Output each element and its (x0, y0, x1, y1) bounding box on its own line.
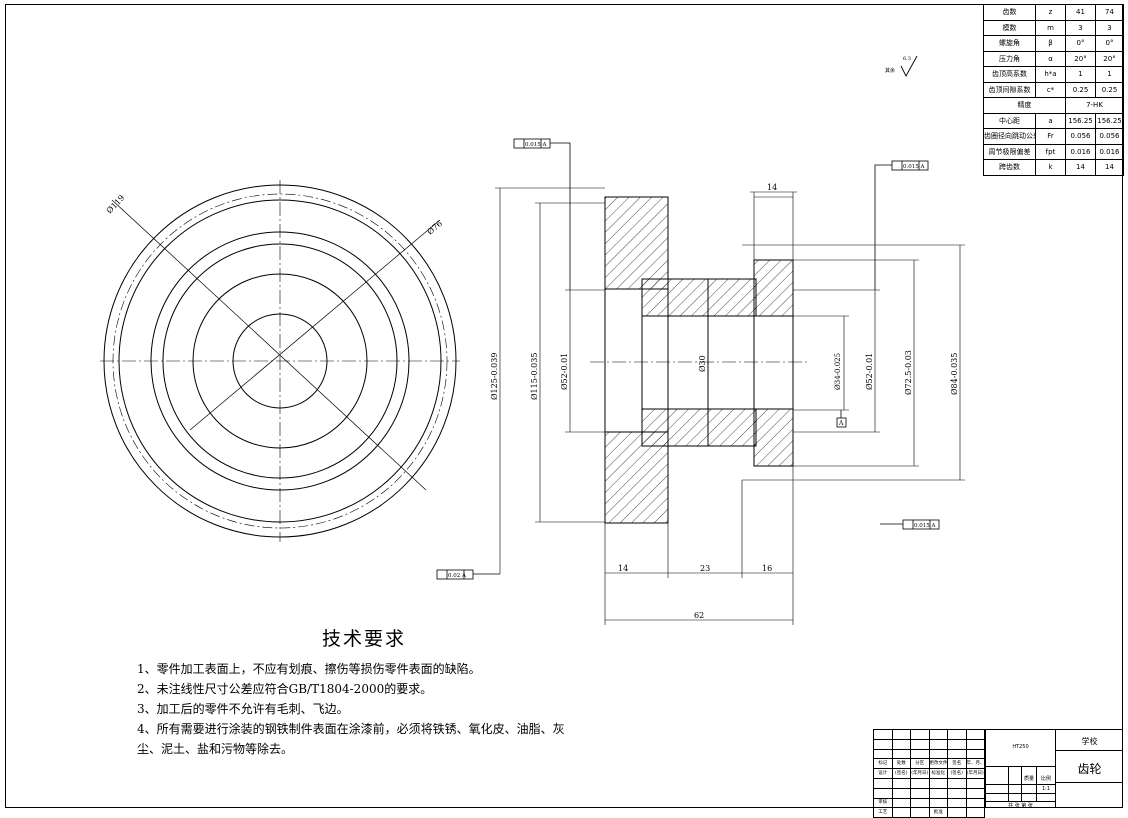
dim-total-width: 62 (694, 611, 704, 620)
dim-d34: Ø34-0.025 (834, 353, 842, 390)
dim-width-top: 14 (767, 183, 777, 192)
surface-finish-value: 6.3 (903, 56, 911, 62)
dim-d52-left: Ø52-0.01 (560, 353, 569, 390)
drawing-frame (5, 4, 1123, 808)
tech-requirements-title: 技术要求 (322, 628, 407, 650)
tolerance-2: 0.015 A (903, 164, 925, 170)
dim-d84: Ø84-0.035 (950, 353, 959, 395)
mass-label: 质量 (1023, 776, 1034, 782)
list-item: 3、加工后的零件不允许有毛刺、飞边。 (137, 702, 349, 716)
material: HT250 (1012, 744, 1029, 750)
dim-d52-right: Ø52-0.01 (865, 353, 874, 390)
dim-width-2: 23 (700, 564, 710, 573)
tolerance-frames (436, 138, 940, 580)
tolerance-3: 0.015 A (914, 523, 936, 529)
list-item: 4、所有需要进行涂装的钢铁制件表面在涂漆前，必须将铁锈、氧化皮、油脂、灰尘、泥土… (137, 722, 565, 756)
hatch-ring-top (753, 259, 794, 317)
list-item: 2、未注线性尺寸公差应符合GB/T1804-2000的要求。 (137, 682, 433, 696)
table-row: 审核 (873, 797, 985, 809)
tech-requirements-list: 1、零件加工表面上，不应有划痕、擦伤等损伤零件表面的缺陷。 2、未注线性尺寸公差… (137, 659, 577, 759)
table-row: 设计(签名)(年月日) 标准化(签名)(年月日) (873, 768, 985, 779)
dim-front-outer: Ø119 (105, 193, 126, 215)
list-item: 1、零件加工表面上，不应有划痕、擦伤等损伤零件表面的缺陷。 (137, 662, 481, 676)
front-view (100, 180, 460, 542)
precision-value: 7-HK (1065, 97, 1124, 114)
title-block-middle: HT250 质量 比例 1:1 共 张 第 张 (985, 729, 1055, 809)
datum-label: A (838, 420, 844, 427)
hatch-hub-bottom (641, 408, 757, 447)
section-dimension-lines (495, 187, 965, 625)
sheet-count: 共 张 第 张 (1008, 803, 1033, 809)
dim-d115: Ø115-0.035 (530, 353, 539, 400)
dim-d125: Ø125-0.039 (490, 353, 499, 400)
title-block-right: 学校 齿轮 (1055, 729, 1123, 808)
hatch-ring-bottom (753, 408, 794, 467)
tolerance-4: 0.02 A (448, 573, 467, 579)
dim-width-3: 16 (762, 564, 772, 573)
surface-finish-label: 其余 (885, 67, 895, 74)
leader-outer (111, 199, 427, 491)
section-view (590, 196, 810, 524)
part-name: 齿轮 (1077, 762, 1102, 776)
surface-finish-symbol (900, 55, 918, 77)
dim-bore: Ø30 (698, 355, 707, 372)
dim-d72-5: Ø72.5-0.03 (904, 350, 913, 395)
tolerance-1: 0.015 A (525, 142, 547, 148)
leader-inner (189, 219, 441, 431)
scale-value: 1:1 (1041, 786, 1051, 792)
dim-front-inner: Ø76 (426, 219, 445, 237)
hatch-hub-top (641, 278, 757, 317)
precision-label: 精度 (983, 97, 1066, 114)
scale-label: 比例 (1040, 776, 1051, 782)
hatch-rim-top (604, 196, 669, 290)
table-row: 工艺批准 (873, 807, 985, 818)
dim-width-1: 14 (618, 564, 628, 573)
school-name: 学校 (1081, 737, 1098, 746)
